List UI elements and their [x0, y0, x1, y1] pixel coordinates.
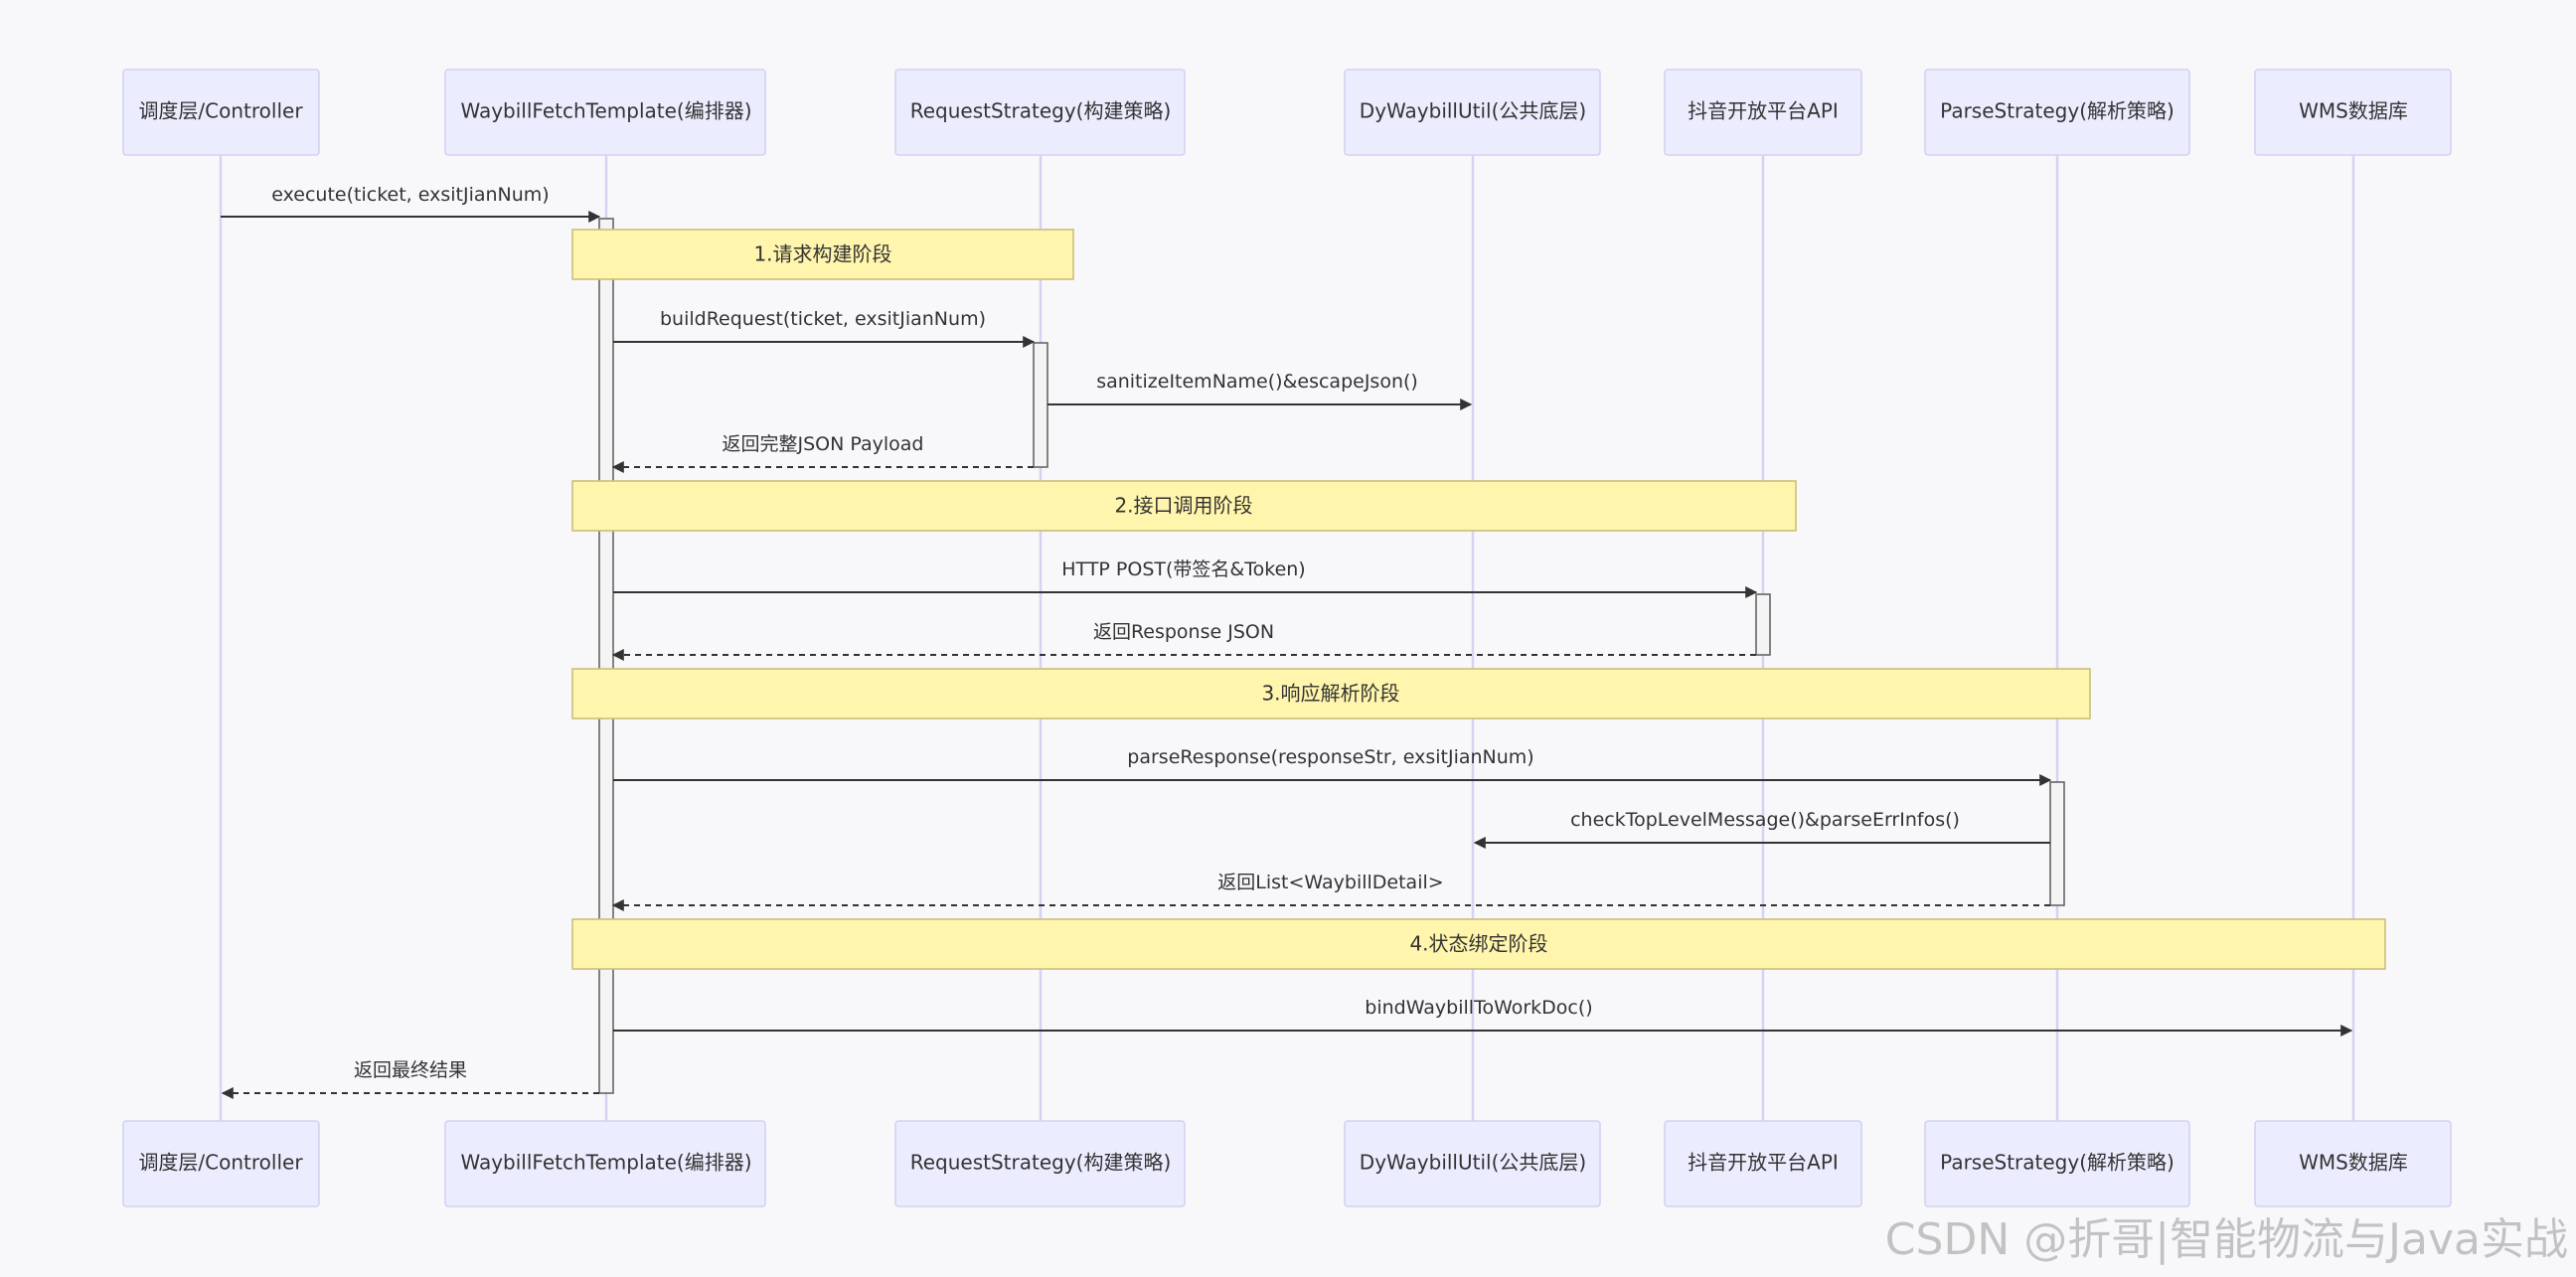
participant-box-parse [1924, 69, 2190, 156]
activation-request [1033, 342, 1048, 468]
message-label-7: parseResponse(responseStr, exsitJianNum) [1127, 746, 1533, 768]
participant-label-parse: ParseStrategy(解析策略) [1940, 99, 2174, 123]
message-label-10: bindWaybillToWorkDoc() [1365, 997, 1592, 1019]
message-label-4: 返回完整JSON Payload [723, 433, 924, 455]
activation-api [1755, 593, 1771, 656]
participant-label-util-bottom: DyWaybillUtil(公共底层) [1360, 1151, 1586, 1175]
participant-label-controller-bottom: 调度层/Controller [138, 1151, 303, 1175]
participant-box-parse-bottom [1924, 1120, 2190, 1207]
message-label-6: 返回Response JSON [1093, 621, 1274, 643]
participant-label-request: RequestStrategy(构建策略) [910, 99, 1172, 123]
participant-box-api [1664, 69, 1862, 156]
participants-bottom: 调度层/Controller WaybillFetchTemplate(编排器)… [122, 1120, 2452, 1207]
phase-note-1 [571, 229, 1074, 280]
phase-note-3 [571, 668, 2091, 719]
participant-box-controller [122, 69, 320, 156]
participant-label-controller: 调度层/Controller [138, 99, 303, 123]
phase-notes: 1.请求构建阶段 2.接口调用阶段 3.响应解析阶段 4.状态绑定阶段 [571, 229, 2386, 970]
participant-label-parse-bottom: ParseStrategy(解析策略) [1940, 1151, 2174, 1175]
phase-note-2 [571, 480, 1797, 532]
participant-box-request [894, 69, 1186, 156]
phase-note-4 [571, 918, 2386, 970]
participant-label-wms: WMS数据库 [2299, 99, 2408, 123]
message-label-2: buildRequest(ticket, exsitJianNum) [660, 308, 986, 330]
message-label-5: HTTP POST(带签名&Token) [1061, 559, 1305, 580]
participant-label-template: WaybillFetchTemplate(编排器) [460, 99, 751, 123]
participant-label-api: 抖音开放平台API [1688, 99, 1839, 123]
participant-box-request-bottom [894, 1120, 1186, 1207]
phase-note-3-label: 3.响应解析阶段 [1261, 682, 1399, 706]
message-label-11: 返回最终结果 [354, 1059, 467, 1081]
phase-note-4-label: 4.状态绑定阶段 [1409, 932, 1547, 956]
participant-label-request-bottom: RequestStrategy(构建策略) [910, 1151, 1172, 1175]
phase-note-2-label: 2.接口调用阶段 [1114, 494, 1252, 518]
participants-top: 调度层/Controller WaybillFetchTemplate(编排器)… [122, 69, 2452, 156]
participant-box-template [444, 69, 766, 156]
message-label-1: execute(ticket, exsitJianNum) [271, 184, 549, 206]
participant-box-template-bottom [444, 1120, 766, 1207]
message-label-3: sanitizeItemName()&escapeJson() [1096, 371, 1418, 393]
participant-box-wms-bottom [2254, 1120, 2452, 1207]
activation-parse [2049, 781, 2065, 906]
participant-box-util [1344, 69, 1601, 156]
participant-label-template-bottom: WaybillFetchTemplate(编排器) [460, 1151, 751, 1175]
message-label-9: 返回List<WaybillDetail> [1217, 872, 1443, 893]
lifelines [219, 155, 2355, 1121]
phase-note-1-label: 1.请求构建阶段 [753, 242, 891, 266]
messages: execute(ticket, exsitJianNum) buildReque… [221, 184, 2353, 1099]
participant-box-util-bottom [1344, 1120, 1601, 1207]
participant-label-wms-bottom: WMS数据库 [2299, 1151, 2408, 1175]
participant-label-util: DyWaybillUtil(公共底层) [1360, 99, 1586, 123]
message-label-8: checkTopLevelMessage()&parseErrInfos() [1570, 809, 1960, 831]
participant-box-api-bottom [1664, 1120, 1862, 1207]
participant-box-wms [2254, 69, 2452, 156]
participant-label-api-bottom: 抖音开放平台API [1688, 1151, 1839, 1175]
csdn-watermark: CSDN @折哥|智能物流与Java实战 [1884, 1214, 2568, 1265]
participant-box-controller-bottom [122, 1120, 320, 1207]
activations [598, 218, 2065, 1094]
